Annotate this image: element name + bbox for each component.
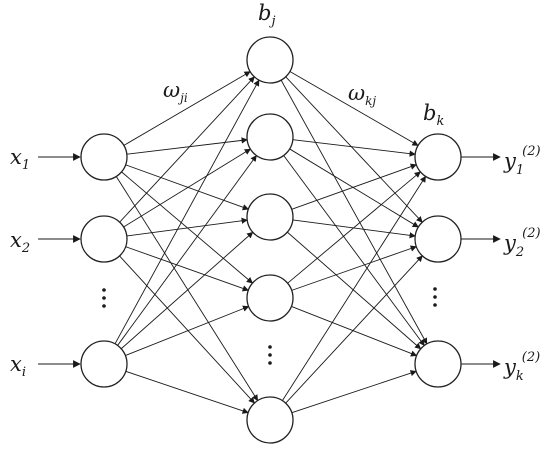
edge-input-1-hidden-4 bbox=[119, 255, 255, 404]
output-bias-label: bk bbox=[423, 101, 444, 129]
edge-input-2-hidden-0 bbox=[114, 79, 260, 345]
edge-hidden-4-output-2 bbox=[291, 370, 417, 414]
edge-input-0-hidden-0 bbox=[123, 71, 251, 146]
edge-input-0-hidden-3 bbox=[121, 171, 253, 284]
edge-hidden-4-output-0 bbox=[282, 175, 426, 401]
hidden-node-2 bbox=[246, 193, 294, 241]
edge-hidden-0-output-0 bbox=[289, 71, 419, 146]
output-node-1 bbox=[414, 215, 462, 263]
edge-input-1-hidden-0 bbox=[119, 76, 255, 223]
edge-input-2-hidden-2 bbox=[120, 231, 254, 350]
input-label-i: xi bbox=[10, 352, 26, 380]
edge-hidden-3-output-2 bbox=[291, 305, 418, 357]
neuron-nodes bbox=[80, 36, 462, 444]
edge-input-2-hidden-4 bbox=[125, 370, 249, 414]
input-label-1: x1 bbox=[10, 145, 30, 173]
hidden-bias-label: bj bbox=[258, 1, 275, 29]
weight-input-hidden-label: ωji bbox=[163, 78, 188, 105]
edge-hidden-4-output-1 bbox=[285, 255, 423, 404]
edge-hidden-0-output-2 bbox=[280, 79, 428, 345]
edge-hidden-2-output-0 bbox=[291, 163, 417, 210]
output-node-2 bbox=[414, 340, 462, 388]
hidden-node-1 bbox=[246, 113, 294, 161]
hidden-ellipsis bbox=[268, 345, 272, 365]
hidden-node-0 bbox=[246, 36, 294, 84]
input-node-2 bbox=[80, 340, 128, 388]
edge-input-1-hidden-2 bbox=[126, 217, 248, 237]
output-label-1: y1(2) bbox=[503, 144, 541, 178]
edge-input-2-hidden-3 bbox=[125, 305, 250, 356]
edge-hidden-1-output-2 bbox=[283, 155, 425, 347]
edge-hidden-1-output-1 bbox=[289, 148, 419, 228]
edge-hidden-3-output-0 bbox=[287, 171, 421, 284]
output-label-2: y2(2) bbox=[503, 226, 541, 260]
io-arrows bbox=[38, 153, 501, 368]
output-node-0 bbox=[414, 133, 462, 181]
edge-input-0-hidden-2 bbox=[125, 164, 249, 211]
edge-input-1-hidden-1 bbox=[123, 148, 251, 228]
output-label-k: yk(2) bbox=[503, 350, 540, 384]
input-node-1 bbox=[80, 215, 128, 263]
ellipsis-markers bbox=[102, 287, 437, 365]
edge-input-0-hidden-4 bbox=[115, 176, 259, 402]
input-label-2: x2 bbox=[10, 228, 30, 256]
output-ellipsis bbox=[433, 287, 437, 307]
edge-input-1-hidden-3 bbox=[125, 246, 249, 292]
edge-hidden-2-output-2 bbox=[287, 231, 422, 350]
edge-hidden-3-output-1 bbox=[291, 245, 417, 291]
hidden-node-4 bbox=[246, 396, 294, 444]
edge-input-0-hidden-1 bbox=[126, 137, 248, 155]
hidden-node-3 bbox=[246, 274, 294, 322]
input-node-0 bbox=[80, 133, 128, 181]
edge-input-2-hidden-1 bbox=[117, 155, 257, 346]
connection-lines bbox=[114, 71, 428, 414]
edge-hidden-1-output-0 bbox=[292, 139, 416, 157]
weight-hidden-output-label: ωkj bbox=[348, 81, 376, 108]
edge-hidden-0-output-1 bbox=[285, 76, 423, 223]
input-ellipsis bbox=[102, 288, 106, 308]
